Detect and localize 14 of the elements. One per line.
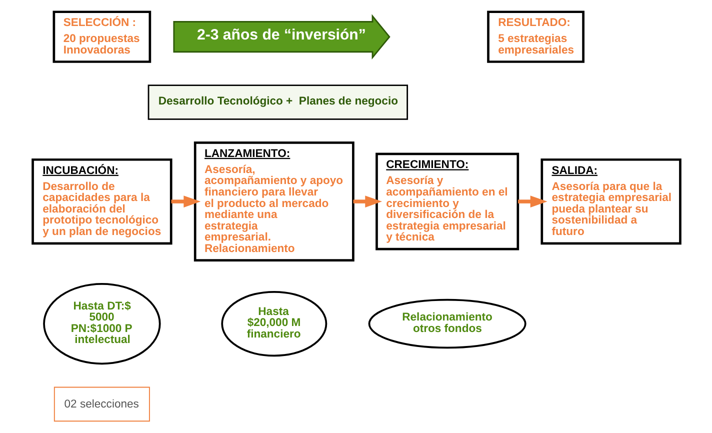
node-ellipse: Hasta $20,000 M financiero: [220, 290, 327, 357]
arrow: [352, 196, 382, 208]
node-ellipse: Relacionamiento otros fondos: [368, 298, 526, 349]
arrow: [518, 196, 547, 208]
arrow: [170, 196, 200, 208]
node-box: LANZAMIENTO: Asesoría, acompañamiento y apoyo financiero para llevar el producto al mercado mediante una estrategia empresarial. Relacionamiento: [193, 142, 354, 262]
node-box: SALIDA: Asesoría para que la estrategia empresarial pueda plantear su sostenibilidad a futuro: [540, 158, 681, 245]
node-box: Desarrollo Tecnológico + Planes de negocio: [147, 84, 408, 120]
node-box: RESULTADO: 5 estrategias empresariales: [486, 10, 584, 63]
node-box: 02 selecciones: [53, 386, 150, 422]
node-ellipse: Hasta DT:$ 5000 PN:$1000 P intelectual: [42, 282, 160, 365]
node-box: SELECCIÓN : 20 propuestas Innovadoras: [52, 10, 151, 63]
node-box: INCUBACIÓN: Desarrollo de capacidades para la elaboración del prototipo tecnológico y un plan de negocios: [31, 158, 172, 245]
node-box: CRECIMIENTO: Asesoría y acompañamiento en el crecimiento y diversificación de la estrategia empresarial y técnica: [375, 152, 519, 250]
